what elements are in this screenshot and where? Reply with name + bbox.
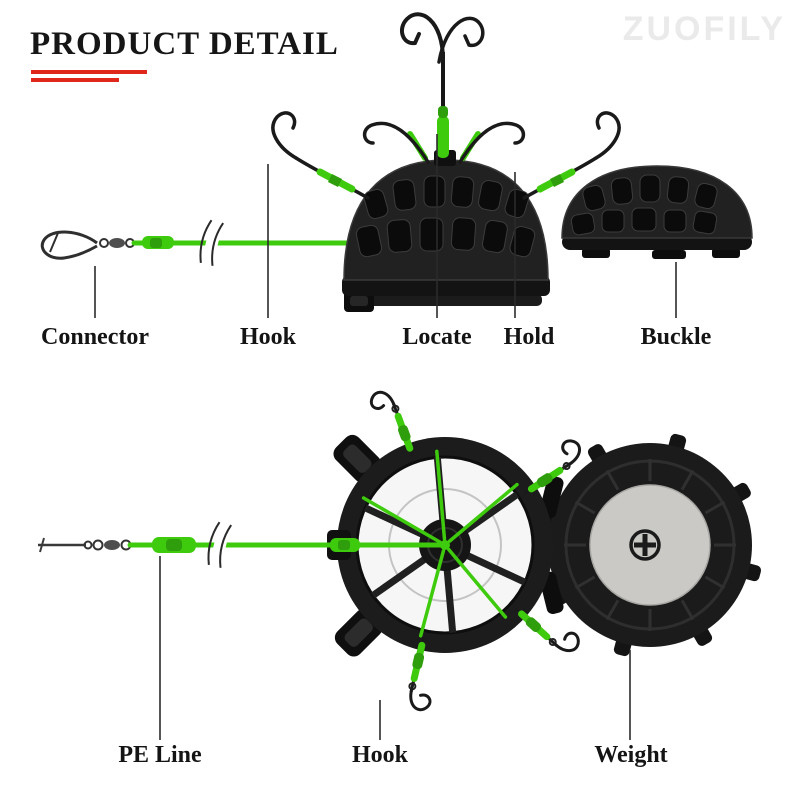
line-break-mark xyxy=(199,219,224,266)
top-view-diagram xyxy=(38,390,762,740)
pe-line-rig xyxy=(38,537,448,553)
bottom-callout-lines xyxy=(159,556,631,740)
title-underline-long xyxy=(31,70,147,74)
brand-watermark: ZUOFILY xyxy=(622,10,786,48)
side-view-diagram xyxy=(40,12,753,318)
cage-back-view xyxy=(561,165,753,259)
label-pe-line: PE Line xyxy=(118,742,202,768)
label-locate: Locate xyxy=(402,324,472,350)
top-callout-lines xyxy=(94,134,677,318)
cage-hooks xyxy=(271,12,621,200)
label-buckle: Buckle xyxy=(640,324,712,350)
hook-ray-up xyxy=(369,390,414,457)
label-connector: Connector xyxy=(41,324,149,350)
cage-side-view xyxy=(342,150,550,312)
fishing-line xyxy=(131,236,365,249)
page-title: PRODUCT DETAIL xyxy=(30,26,339,62)
hook-ray-upper-right xyxy=(523,439,582,495)
screw-icon xyxy=(629,529,661,561)
label-weight: Weight xyxy=(594,742,668,768)
weight-bottom-view xyxy=(538,433,762,657)
line-break-mark xyxy=(207,521,232,568)
hook-ray-down xyxy=(408,637,432,712)
label-hold: Hold xyxy=(503,324,555,350)
label-hook-side: Hook xyxy=(239,324,297,350)
connector-snap xyxy=(40,230,98,260)
pe-line-spokes xyxy=(361,449,519,638)
label-hook-top: Hook xyxy=(351,742,409,768)
swivel xyxy=(99,238,135,248)
hook-ray-lower-right xyxy=(514,607,580,653)
title-underline-short xyxy=(31,78,119,82)
